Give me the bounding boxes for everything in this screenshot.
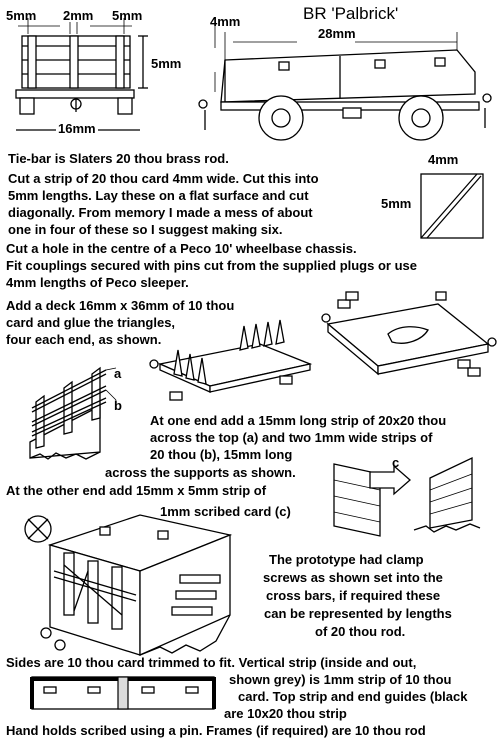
proto-text-1: The prototype had clamp bbox=[269, 552, 424, 567]
dim-end-top-left: 5mm bbox=[6, 8, 37, 23]
page-title: BR 'Palbrick' bbox=[303, 4, 399, 23]
dim-strip-width: 4mm bbox=[428, 152, 459, 167]
deck-drawing bbox=[149, 319, 313, 401]
side-panel-drawing bbox=[30, 676, 216, 710]
dim-side-length: 28mm bbox=[318, 26, 356, 41]
end-text-2: across the top (a) and two 1mm wide stri… bbox=[150, 430, 433, 445]
side-view-drawing bbox=[198, 25, 492, 141]
end-text-3: 20 thou (b), 15mm long bbox=[150, 447, 293, 462]
other-text-1: At the other end add 15mm x 5mm strip of bbox=[6, 483, 267, 498]
proto-text-2: screws as shown set into the bbox=[263, 570, 443, 585]
strip-text-4: one in four of these so I suggest making… bbox=[8, 222, 283, 237]
tiebar-text: Tie-bar is Slaters 20 thou brass rod. bbox=[8, 151, 229, 166]
dim-end-width: 16mm bbox=[58, 121, 96, 136]
strip-text-1: Cut a strip of 20 thou card 4mm wide. Cu… bbox=[8, 171, 319, 186]
deck-text-2: card and glue the triangles, bbox=[6, 315, 176, 330]
proto-text-5: of 20 thou rod. bbox=[315, 624, 406, 639]
sides-text-2: shown grey) is 1mm strip of 10 thou bbox=[229, 672, 452, 687]
deck-text-1: Add a deck 16mm x 36mm of 10 thou bbox=[6, 298, 235, 313]
deck-text-3: four each end, as shown. bbox=[6, 332, 162, 347]
dim-end-top-mid: 2mm bbox=[63, 8, 94, 23]
end-text-1: At one end add a 15mm long strip of 20x2… bbox=[150, 413, 447, 428]
label-a: a bbox=[114, 366, 122, 381]
other-text-2: 1mm scribed card (c) bbox=[160, 504, 291, 519]
end-support-drawing bbox=[29, 366, 117, 460]
chassis-text-3: 4mm lengths of Peco sleeper. bbox=[6, 275, 189, 290]
dim-end-top-right: 5mm bbox=[112, 8, 143, 23]
dim-strip-length: 5mm bbox=[381, 196, 412, 211]
label-c: c bbox=[392, 455, 400, 470]
triangle-strip-drawing bbox=[420, 173, 484, 239]
sides-text-3: card. Top strip and end guides (black bbox=[238, 689, 468, 704]
label-b: b bbox=[114, 398, 122, 413]
sides-text-4: are 10x20 thou strip bbox=[224, 706, 347, 721]
sides-text-5: Hand holds scribed using a pin. Frames (… bbox=[6, 723, 426, 738]
chassis-text-2: Fit couplings secured with pins cut from… bbox=[6, 258, 417, 273]
end-text-4: across the supports as shown. bbox=[105, 465, 296, 480]
chassis-drawing bbox=[321, 291, 497, 377]
chassis-text-1: Cut a hole in the centre of a Peco 10' w… bbox=[6, 241, 357, 256]
end-view-drawing bbox=[15, 18, 148, 131]
sides-text-1: Sides are 10 thou card trimmed to fit. V… bbox=[6, 655, 417, 670]
dim-end-height: 5mm bbox=[151, 56, 182, 71]
scribed-card-drawing bbox=[333, 456, 481, 537]
dim-side-height: 4mm bbox=[210, 14, 241, 29]
strip-text-2: 5mm lengths. Lay these on a flat surface… bbox=[8, 188, 309, 203]
strip-text-3: diagonally. From memory I made a mess of… bbox=[8, 205, 313, 220]
prototype-wagon-drawing bbox=[24, 514, 233, 657]
proto-text-3: cross bars, if required these bbox=[266, 588, 441, 603]
proto-text-4: can be represented by lengths bbox=[264, 606, 452, 621]
